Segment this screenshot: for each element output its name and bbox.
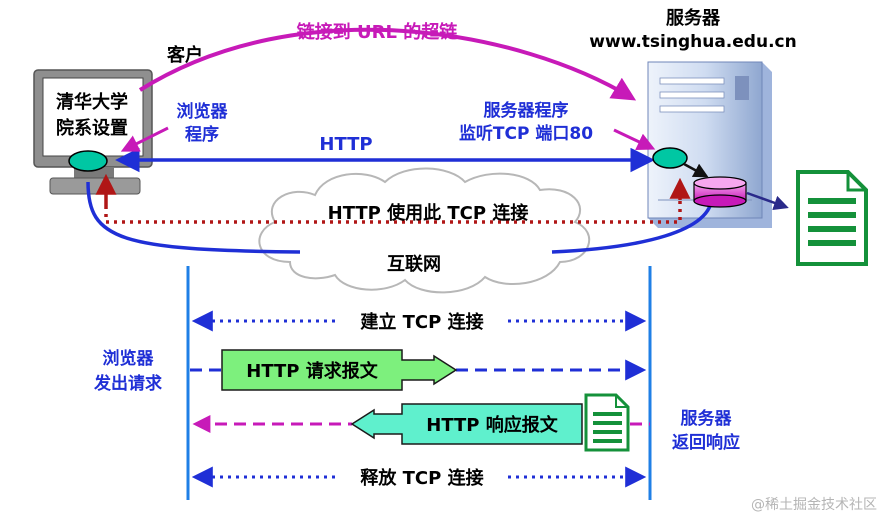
server-program-label-pointer	[613, 128, 656, 150]
response-message-label: HTTP 响应报文	[426, 414, 558, 436]
request-message-box	[221, 349, 458, 391]
server-host: www.tsinghua.edu.cn	[589, 32, 796, 52]
response-document-icon	[584, 393, 630, 452]
server-program-label-line-1: 服务器程序	[484, 100, 569, 121]
http-label: HTTP	[319, 134, 372, 155]
server-program-ellipse	[652, 147, 688, 169]
client-computer-icon	[33, 69, 153, 195]
request-message-label: HTTP 请求报文	[246, 360, 378, 382]
server-response-label-line-1: 服务器	[681, 408, 733, 429]
hyperlink-arrow	[138, 27, 637, 101]
browser-label-pointer	[120, 126, 169, 152]
browser-label-line-1: 浏览器	[177, 101, 229, 122]
server-internet-link	[551, 195, 714, 254]
browser-label-line-2: 程序	[185, 124, 219, 145]
program-to-storage-arrow	[683, 162, 709, 178]
internet-cloud	[258, 167, 591, 294]
response-message-box	[350, 403, 583, 445]
client-screen-line-2: 院系设置	[56, 117, 128, 139]
storage-to-document-arrow	[746, 191, 789, 211]
hyperlink-label: 链接到 URL 的超链	[297, 21, 458, 43]
server-label: 服务器	[666, 7, 721, 29]
browser-program-ellipse	[68, 150, 108, 172]
establish-tcp-label: 建立 TCP 连接	[360, 311, 483, 333]
tcp-connection-line	[104, 192, 682, 224]
release-tcp-label: 释放 TCP 连接	[360, 467, 483, 489]
client-internet-link	[86, 181, 301, 254]
document-icon	[796, 170, 868, 266]
tcp-connection-label: HTTP 使用此 TCP 连接	[328, 202, 529, 224]
client-screen-line-1: 清华大学	[56, 91, 128, 113]
internet-label: 互联网	[387, 254, 441, 275]
client-label: 客户	[167, 44, 203, 66]
watermark: @稀土掘金技术社区	[751, 497, 877, 513]
server-response-label-line-2: 返回响应	[672, 432, 740, 453]
storage-cylinder-icon	[693, 176, 747, 208]
server-program-label-line-2: 监听TCP 端口80	[459, 123, 593, 144]
browser-request-label-line-1: 浏览器	[103, 348, 155, 369]
browser-request-label-line-2: 发出请求	[93, 373, 162, 394]
